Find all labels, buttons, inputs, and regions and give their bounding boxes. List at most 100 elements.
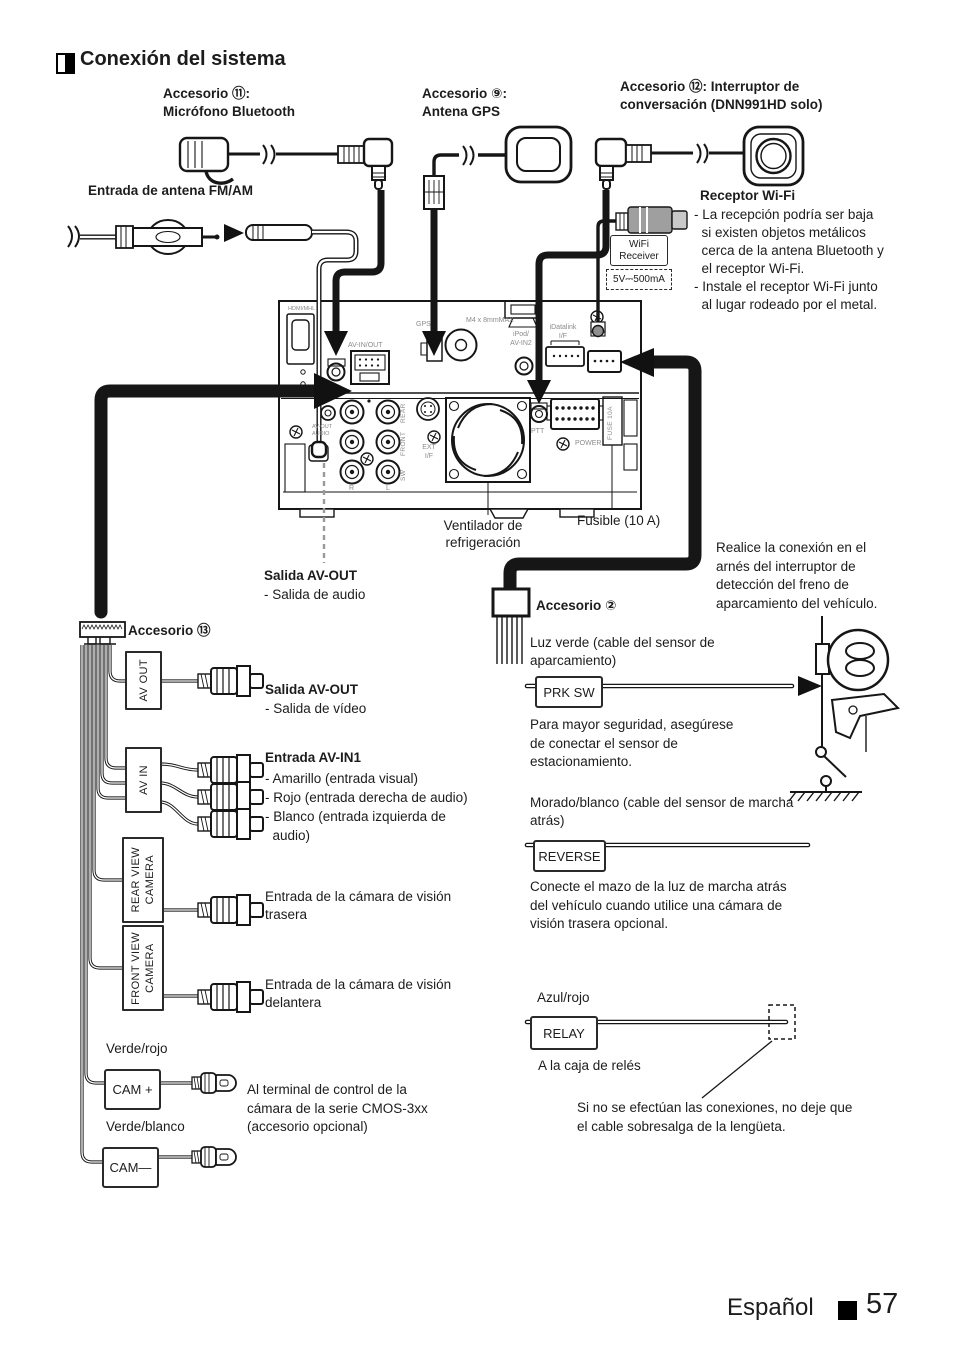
- label-av-in1-title: Entrada AV-IN1: [265, 750, 362, 765]
- prk-sw-box: PRK SW: [535, 676, 603, 708]
- cam-plus-box: CAM +: [104, 1069, 161, 1110]
- av-in-box-label: AV IN: [137, 765, 150, 795]
- left-output-wires: [156, 665, 264, 1168]
- idatalink-connector: [545, 340, 585, 367]
- reverse-box: REVERSE: [533, 840, 606, 872]
- front-view-camera-box: FRONT VIEW CAMERA: [122, 925, 164, 1011]
- unit-label-fuse: FUSE 10A: [607, 406, 614, 440]
- head-unit-rear-illustration: [278, 300, 642, 519]
- unit-label-ptt: PTT: [531, 428, 545, 435]
- label-relay-box-note: A la caja de relés: [538, 1058, 641, 1073]
- cam-minus-box: CAM—: [102, 1147, 159, 1188]
- unit-label-ipod: iPod/ AV-IN2: [510, 331, 532, 347]
- unit-label-m4: M4 x 8mmMAX: [466, 317, 514, 324]
- unit-label-av-out-audio: AV-OUT AUDIO: [312, 424, 333, 437]
- left-wire-bundle: [80, 645, 128, 1164]
- footer-page-number: 57: [866, 1288, 899, 1320]
- rca-plug-icon: [197, 894, 264, 926]
- rca-plug-icon: [197, 754, 264, 786]
- cooling-fan: [445, 397, 531, 483]
- unit-label-front: FRONT: [400, 431, 407, 457]
- label-reverse-note: Conecte el mazo de la luz de marcha atrá…: [530, 879, 787, 931]
- wifi-power-rating-box: 5V⎓500mA: [606, 269, 672, 290]
- av-out-box-label: AV OUT: [137, 659, 150, 702]
- arrow-left-icon: [620, 348, 654, 377]
- rca-plug-icon: [197, 981, 264, 1013]
- arrow-right-icon: [314, 373, 352, 409]
- fm-am-antenna-illustration: [67, 219, 359, 459]
- relay-box: RELAY: [530, 1016, 598, 1050]
- label-cooling-fan: Ventilador de refrigeración: [443, 518, 523, 550]
- label-green-wire: Luz verde (cable del sensor de aparcamie…: [530, 635, 715, 668]
- label-accessory11: Accesorio ⑪: Micrófono Bluetooth: [163, 86, 295, 119]
- label-av-out-video-sub: - Salida de vídeo: [265, 701, 367, 716]
- label-av-out-video-title: Salida AV-OUT: [265, 682, 359, 697]
- label-fm-am-input: Entrada de antena FM/AM: [88, 183, 254, 198]
- unit-label-power: POWER: [575, 440, 602, 447]
- label-green-red-wire: Verde/rojo: [106, 1041, 168, 1056]
- label-av-in1-sub: - Amarillo (entrada visual) - Rojo (entr…: [265, 771, 468, 843]
- av-in-box: AV IN: [125, 747, 162, 813]
- arrow-right-icon: [798, 676, 822, 696]
- unit-label-idatalink: iDatalink I/F: [549, 324, 577, 340]
- av-in-out-connector: [350, 350, 390, 385]
- gps-antenna-illustration: [422, 125, 573, 356]
- page-title: Conexión del sistema: [80, 48, 286, 70]
- label-wifi-receiver-title: Receptor Wi-Fi: [700, 188, 796, 203]
- footer-square-icon: [838, 1301, 857, 1320]
- harness-right: [491, 348, 702, 664]
- label-wifi-receiver-notes: - La recepción podría ser baja si existe…: [694, 207, 884, 312]
- rca-plug-icon: [197, 665, 264, 697]
- arrow-down-icon: [422, 331, 446, 356]
- unit-label-ext-if: EXT I/F: [422, 444, 436, 460]
- footer-language: Español: [727, 1294, 814, 1321]
- label-av-out-audio-sub: - Salida de audio: [264, 587, 366, 602]
- label-cmos-note: Al terminal de control de la cámara de l…: [247, 1082, 428, 1134]
- unit-label-l: L: [386, 485, 390, 492]
- label-fuse: Fusible (10 A): [577, 513, 661, 528]
- arrow-down-icon: [527, 380, 551, 404]
- rear-view-camera-box: REAR VIEW CAMERA: [122, 837, 164, 923]
- steering-remote-connector: [587, 350, 622, 373]
- label-accessory2: Accesorio ②: [536, 598, 617, 613]
- label-accessory9: Accesorio ⑨: Antena GPS: [422, 86, 507, 119]
- unit-label-gps: GPS: [416, 321, 431, 328]
- front-view-camera-box-label: FRONT VIEW CAMERA: [130, 931, 156, 1005]
- label-tab-note: Si no se efectúan las conexiones, no dej…: [577, 1100, 853, 1134]
- label-accessory13: Accesorio ⑬: [128, 623, 211, 638]
- unit-label-hdmi: HDMI/MHL: [288, 306, 316, 312]
- arrow-right-icon: [224, 224, 244, 242]
- accessory13-connector-icon: [79, 621, 126, 645]
- tab-pointer-line: [701, 1040, 773, 1099]
- label-av-out-audio-title: Salida AV-OUT: [264, 568, 358, 583]
- rear-view-camera-box-label: REAR VIEW CAMERA: [130, 847, 156, 913]
- unit-label-rear: REAR: [400, 403, 407, 423]
- label-purple-white-wire: Morado/blanco (cable del sensor de march…: [530, 795, 794, 828]
- av-out-box: AV OUT: [125, 651, 162, 710]
- harness-left: [79, 373, 352, 645]
- label-blue-red-wire: Azul/rojo: [537, 990, 590, 1005]
- unit-label-r: R: [349, 485, 355, 492]
- label-parking-brake-note: Realice la conexión en el arnés del inte…: [716, 540, 878, 611]
- hdmi-connector: [286, 313, 315, 387]
- talk-switch-illustration: [527, 125, 805, 404]
- spade-terminal-icon: [191, 1146, 237, 1168]
- label-rear-camera-input: Entrada de la cámara de visión trasera: [265, 889, 452, 922]
- section-icon: [56, 53, 75, 74]
- rca-plug-icon: [197, 781, 264, 813]
- unit-label-av-in-out: AV-IN/OUT: [348, 342, 383, 349]
- unit-label-sw: SW: [400, 469, 407, 481]
- wifi-receiver-illustration: [590, 206, 688, 338]
- preout-jacks: [339, 399, 401, 485]
- wifi-receiver-box: WiFi Receiver: [610, 235, 668, 266]
- label-front-camera-input: Entrada de la cámara de visión delantera: [265, 977, 452, 1010]
- label-green-white-wire: Verde/blanco: [106, 1119, 185, 1134]
- label-accessory12: Accesorio ⑫: Interruptor de conversación…: [620, 79, 823, 112]
- parking-brake-illustration: [788, 616, 901, 802]
- accessory2-connector-icon: [491, 587, 531, 618]
- spade-terminal-icon: [191, 1072, 237, 1094]
- rca-plug-icon: [197, 808, 264, 840]
- arrow-down-icon: [324, 331, 348, 356]
